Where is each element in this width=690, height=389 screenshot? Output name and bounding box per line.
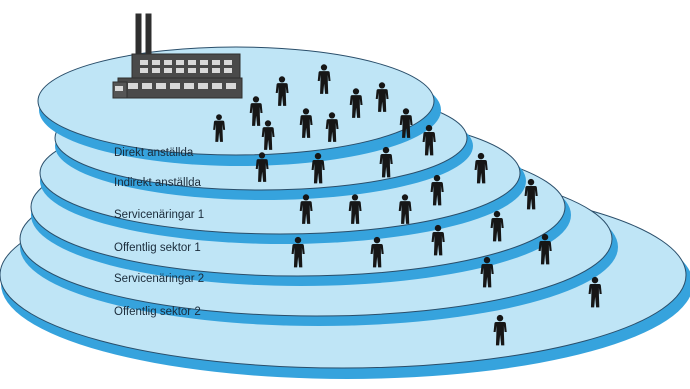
layer-label-offentlig-sektor-1: Offentlig sektor 1: [114, 242, 201, 254]
layer-label-indirekt-anstallda: Indirekt anställda: [114, 177, 201, 189]
layer-label-servicenaringar-1: Servicenäringar 1: [114, 209, 205, 221]
layer-label-direkt-anstallda: Direkt anställda: [114, 147, 194, 159]
disc-stack: [0, 46, 690, 379]
factory-icon: [112, 13, 243, 99]
layer-label-offentlig-sektor-2: Offentlig sektor 2: [114, 306, 201, 318]
layer-label-servicenaringar-2: Servicenäringar 2: [114, 273, 205, 285]
